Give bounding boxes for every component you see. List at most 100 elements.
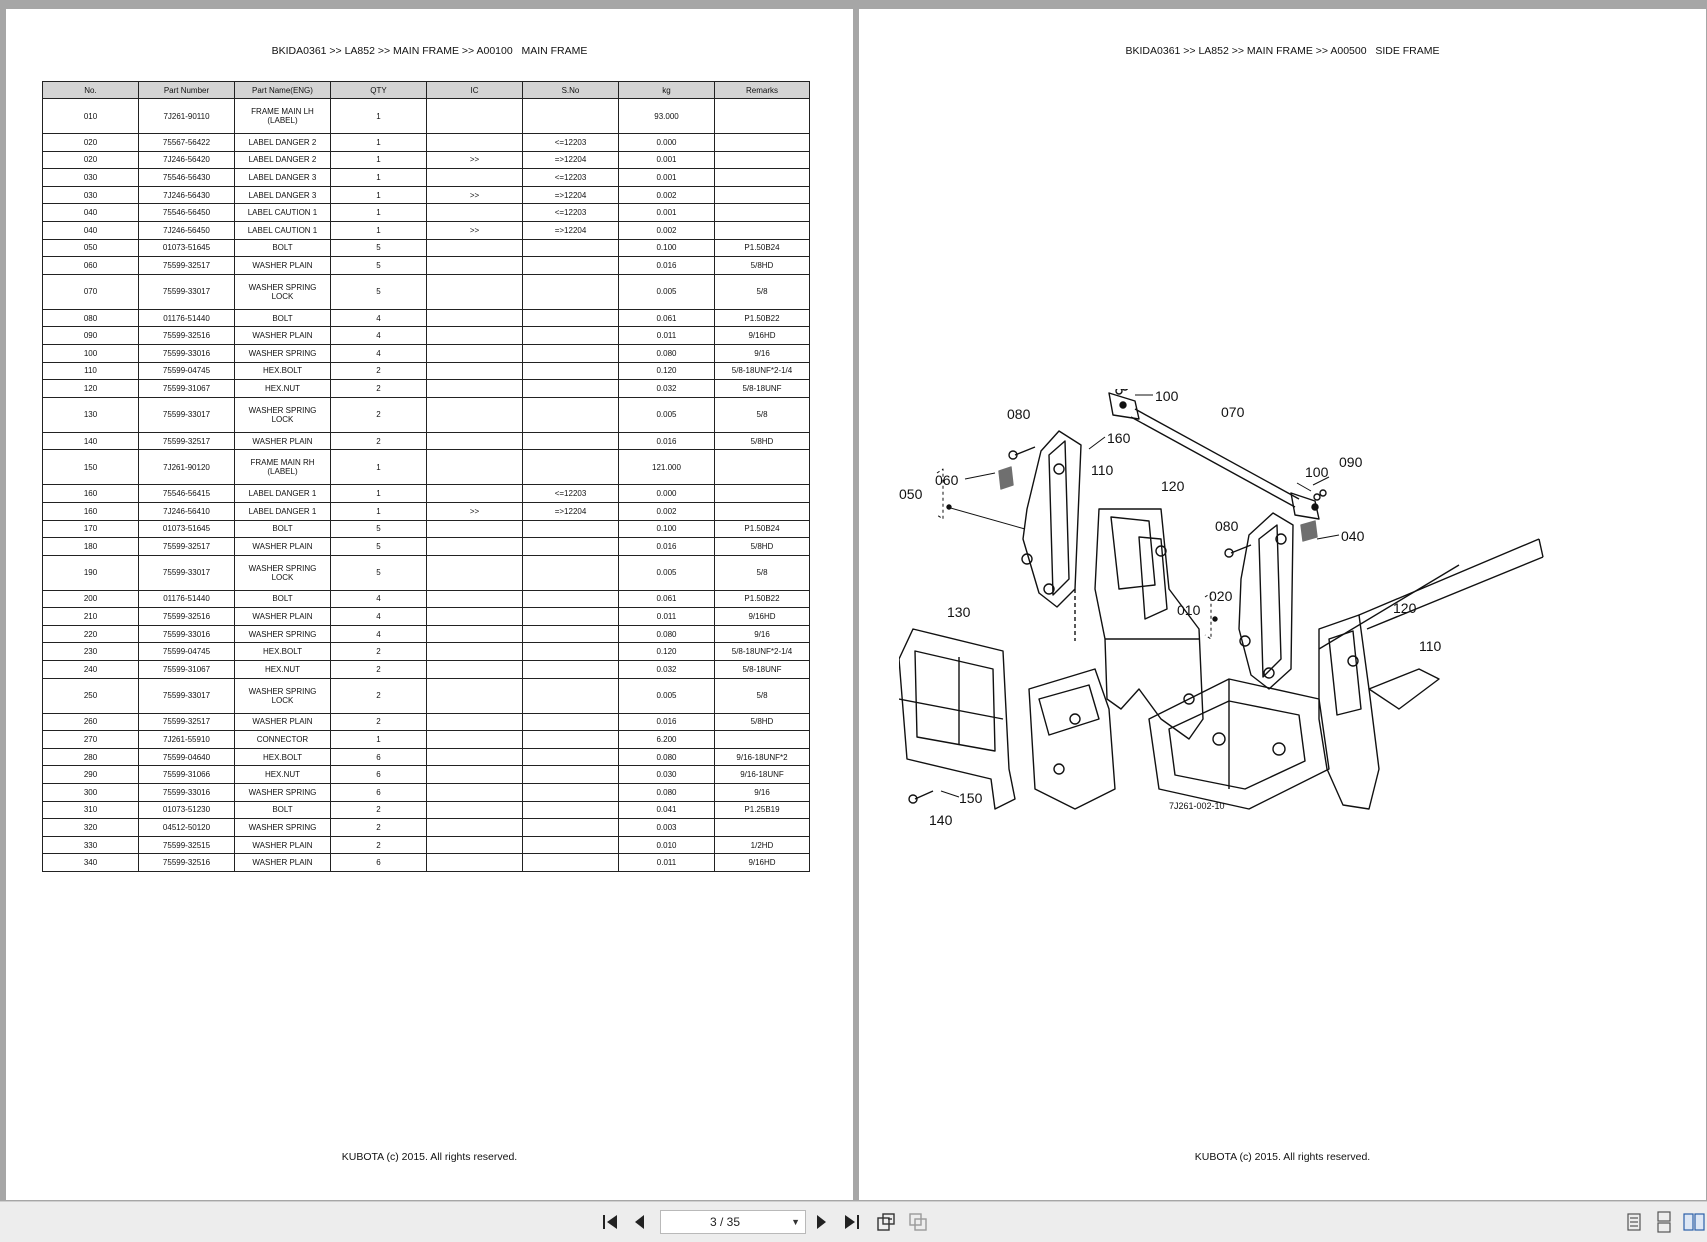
left-page: BKIDA0361 >> LA852 >> MAIN FRAME >> A001… bbox=[6, 9, 853, 1200]
callout-label: 080 bbox=[1007, 406, 1031, 422]
cell-part-number: 75599-31066 bbox=[138, 765, 235, 785]
first-page-icon[interactable] bbox=[598, 1210, 622, 1234]
parts-table: No. Part Number Part Name(ENG) QTY IC S.… bbox=[42, 81, 810, 872]
cell-part-number: 75599-33016 bbox=[138, 343, 235, 363]
cell-no: 200 bbox=[42, 589, 139, 609]
callout-label: 070 bbox=[1221, 404, 1245, 420]
cell-part-name: WASHER SPRING bbox=[234, 624, 331, 644]
cell-ic bbox=[426, 168, 523, 187]
cell-remarks bbox=[714, 185, 810, 205]
cell-remarks bbox=[714, 730, 810, 749]
cell-kg: 0.001 bbox=[618, 203, 715, 222]
cell-no: 130 bbox=[42, 396, 139, 433]
callout-label: 110 bbox=[1419, 638, 1442, 654]
cell-kg: 0.000 bbox=[618, 484, 715, 503]
right-bracket-part bbox=[1238, 512, 1318, 690]
cell-part-name: HEX.NUT bbox=[234, 660, 331, 679]
cell-part-name: BOLT bbox=[234, 589, 331, 609]
cell-serial: <=12203 bbox=[522, 168, 619, 187]
callout-label: 150 bbox=[959, 790, 983, 806]
cell-remarks bbox=[714, 818, 810, 837]
cell-ic bbox=[426, 554, 523, 591]
cell-kg: 0.030 bbox=[618, 765, 715, 785]
callout-label: 110 bbox=[1091, 462, 1114, 478]
cell-part-name: BOLT bbox=[234, 308, 331, 328]
cell-part-number: 75599-33017 bbox=[138, 273, 235, 310]
cell-ic bbox=[426, 818, 523, 837]
cell-no: 280 bbox=[42, 747, 139, 767]
cell-part-name: WASHER PLAIN bbox=[234, 853, 331, 872]
cell-serial bbox=[522, 308, 619, 328]
cell-serial bbox=[522, 783, 619, 802]
cell-no: 010 bbox=[42, 98, 139, 134]
cell-ic bbox=[426, 343, 523, 363]
cell-no: 170 bbox=[42, 519, 139, 539]
callout-label: 020 bbox=[1209, 588, 1233, 604]
chevron-down-icon: ▼ bbox=[791, 1217, 800, 1227]
cell-serial bbox=[522, 343, 619, 363]
cell-kg: 93.000 bbox=[618, 98, 715, 134]
cell-part-name: LABEL DANGER 2 bbox=[234, 150, 331, 170]
two-page-view-icon[interactable] bbox=[1682, 1210, 1706, 1234]
cell-part-number: 75599-32517 bbox=[138, 537, 235, 556]
column-header: kg bbox=[618, 81, 715, 99]
cell-remarks: 9/16-18UNF bbox=[714, 765, 810, 785]
next-page-icon[interactable] bbox=[809, 1210, 833, 1234]
cell-remarks: 9/16HD bbox=[714, 853, 810, 872]
cell-serial: =>12204 bbox=[522, 220, 619, 240]
cell-serial bbox=[522, 747, 619, 767]
callout-label: 140 bbox=[929, 812, 953, 828]
cell-part-number: 01176-51440 bbox=[138, 589, 235, 609]
cell-kg: 0.001 bbox=[618, 150, 715, 170]
cell-serial bbox=[522, 361, 619, 381]
cell-part-name: WASHER SPRING bbox=[234, 343, 331, 363]
cell-part-name: WASHER SPRING LOCK bbox=[234, 554, 331, 591]
callout-label: 060 bbox=[935, 472, 959, 488]
single-page-view-icon[interactable] bbox=[1622, 1210, 1646, 1234]
cell-part-name: WASHER PLAIN bbox=[234, 835, 331, 855]
cell-no: 040 bbox=[42, 203, 139, 222]
cell-part-name: LABEL DANGER 3 bbox=[234, 185, 331, 205]
cell-ic bbox=[426, 431, 523, 451]
cell-ic bbox=[426, 308, 523, 328]
callout-labels: 090 100 080 070 160 060 050 110 120 100 … bbox=[899, 389, 1442, 828]
cell-ic: >> bbox=[426, 501, 523, 521]
last-page-icon[interactable] bbox=[840, 1210, 864, 1234]
page-number-select[interactable]: 3 / 35 ▼ bbox=[660, 1210, 806, 1234]
cell-serial bbox=[522, 554, 619, 591]
cell-no: 100 bbox=[42, 343, 139, 363]
column-header: Remarks bbox=[714, 81, 810, 99]
continuous-view-icon[interactable] bbox=[1652, 1210, 1676, 1234]
right-page: BKIDA0361 >> LA852 >> MAIN FRAME >> A005… bbox=[859, 9, 1706, 1200]
cell-part-number: 75599-32516 bbox=[138, 326, 235, 345]
cell-part-number: 75599-32516 bbox=[138, 607, 235, 626]
rotate-icon[interactable] bbox=[874, 1210, 898, 1234]
cell-serial bbox=[522, 519, 619, 539]
cell-qty: 4 bbox=[330, 624, 427, 644]
cell-part-name: WASHER PLAIN bbox=[234, 431, 331, 451]
cell-serial bbox=[522, 431, 619, 451]
cell-kg: 0.011 bbox=[618, 853, 715, 872]
cell-part-name: HEX.BOLT bbox=[234, 642, 331, 662]
cell-qty: 4 bbox=[330, 326, 427, 345]
column-header: IC bbox=[426, 81, 523, 99]
cell-no: 120 bbox=[42, 379, 139, 398]
cell-qty: 5 bbox=[330, 554, 427, 591]
cell-ic: >> bbox=[426, 150, 523, 170]
cell-ic bbox=[426, 835, 523, 855]
cell-qty: 5 bbox=[330, 238, 427, 258]
right-frame-part bbox=[1318, 538, 1544, 810]
copy-icon[interactable] bbox=[906, 1210, 930, 1234]
cell-serial bbox=[522, 607, 619, 626]
cell-qty: 5 bbox=[330, 537, 427, 556]
cell-serial bbox=[522, 396, 619, 433]
cell-kg: 0.003 bbox=[618, 818, 715, 837]
cell-serial bbox=[522, 818, 619, 837]
cell-remarks bbox=[714, 501, 810, 521]
previous-page-icon[interactable] bbox=[628, 1210, 652, 1234]
